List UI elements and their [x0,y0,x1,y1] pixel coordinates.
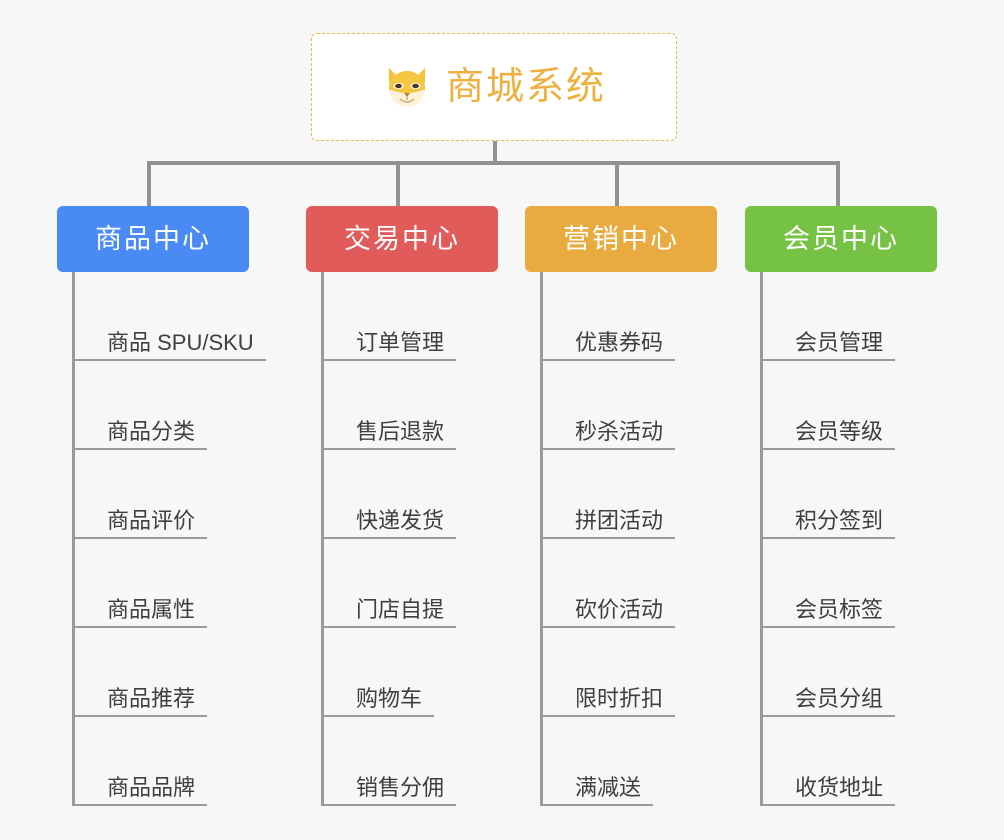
leaf-item[interactable]: 限时折扣 [543,628,717,717]
leaf-underline [543,715,675,717]
connector-drop-1 [396,161,400,206]
leaf-item[interactable]: 砍价活动 [543,539,717,628]
leaf-item[interactable]: 商品品牌 [75,717,249,806]
category-label-2: 营销中心 [563,223,679,254]
connector-drop-0 [147,161,151,206]
leaf-list-3: 会员管理 会员等级 积分签到 会员标签 会员分组 收货地址 [760,272,937,806]
root-node-mall-system[interactable]: 商城系统 [311,33,677,141]
leaf-underline [75,359,266,361]
leaf-label: 商品评价 [107,507,196,533]
leaf-label: 销售分佣 [356,774,445,800]
leaf-underline [324,359,456,361]
category-column-2: 营销中心 优惠券码 秒杀活动 拼团活动 砍价活动 限时折扣 [525,206,717,806]
leaf-underline [763,626,895,628]
leaf-label: 商品 SPU/SKU [107,329,254,355]
leaf-list-1: 订单管理 售后退款 快递发货 门店自提 购物车 销售分佣 [321,272,498,806]
leaf-label: 会员管理 [795,329,884,355]
category-column-1: 交易中心 订单管理 售后退款 快递发货 门店自提 购物车 [306,206,498,806]
category-column-3: 会员中心 会员管理 会员等级 积分签到 会员标签 会员分组 [745,206,937,806]
leaf-label: 拼团活动 [575,507,664,533]
leaf-label: 订单管理 [356,329,445,355]
leaf-label: 商品属性 [107,596,196,622]
leaf-underline [75,448,207,450]
category-label-1: 交易中心 [344,223,460,254]
leaf-label: 商品推荐 [107,685,196,711]
leaf-label: 门店自提 [356,596,445,622]
leaf-item[interactable]: 优惠券码 [543,272,717,361]
leaf-item[interactable]: 满减送 [543,717,717,806]
leaf-label: 会员标签 [795,596,884,622]
leaf-item[interactable]: 购物车 [324,628,498,717]
leaf-underline [543,359,675,361]
connector-root-stem [493,141,497,164]
leaf-underline [763,804,895,806]
leaf-item[interactable]: 秒杀活动 [543,361,717,450]
leaf-label: 秒杀活动 [575,418,664,444]
leaf-item[interactable]: 商品 SPU/SKU [75,272,266,361]
leaf-underline [543,448,675,450]
category-label-3: 会员中心 [783,223,899,254]
leaf-item[interactable]: 会员等级 [763,361,937,450]
leaf-underline [324,626,456,628]
leaf-label: 优惠券码 [575,329,664,355]
root-node-label: 商城系统 [445,66,606,108]
connector-horizontal-bus [147,161,840,165]
leaf-item[interactable]: 售后退款 [324,361,498,450]
leaf-underline [543,537,675,539]
leaf-label: 满减送 [575,774,642,800]
leaf-underline [763,715,895,717]
category-column-0: 商品中心 商品 SPU/SKU 商品分类 商品评价 商品属性 商品推荐 [57,206,266,806]
leaf-item[interactable]: 积分签到 [763,450,937,539]
leaf-item[interactable]: 会员标签 [763,539,937,628]
leaf-item[interactable]: 销售分佣 [324,717,498,806]
leaf-underline [763,359,895,361]
leaf-underline [75,537,207,539]
leaf-item[interactable]: 拼团活动 [543,450,717,539]
category-label-0: 商品中心 [95,223,211,254]
leaf-underline [324,804,456,806]
connector-drop-3 [836,161,840,206]
leaf-underline [763,448,895,450]
leaf-underline [324,537,456,539]
leaf-underline [324,715,434,717]
leaf-label: 快递发货 [356,507,445,533]
leaf-label: 会员分组 [795,685,884,711]
category-box-0[interactable]: 商品中心 [57,206,249,272]
leaf-list-0: 商品 SPU/SKU 商品分类 商品评价 商品属性 商品推荐 商品品牌 [72,272,266,806]
shiba-inu-icon [388,68,425,107]
category-box-2[interactable]: 营销中心 [525,206,717,272]
leaf-label: 收货地址 [795,774,884,800]
leaf-item[interactable]: 会员分组 [763,628,937,717]
leaf-label: 积分签到 [795,507,884,533]
leaf-underline [543,804,653,806]
leaf-label: 商品品牌 [107,774,196,800]
leaf-label: 商品分类 [107,418,196,444]
leaf-list-2: 优惠券码 秒杀活动 拼团活动 砍价活动 限时折扣 满减送 [540,272,717,806]
leaf-item[interactable]: 商品评价 [75,450,249,539]
connector-drop-2 [615,161,619,206]
category-box-3[interactable]: 会员中心 [745,206,937,272]
leaf-item[interactable]: 商品分类 [75,361,249,450]
leaf-item[interactable]: 商品属性 [75,539,249,628]
leaf-underline [75,804,207,806]
leaf-label: 砍价活动 [575,596,664,622]
leaf-item[interactable]: 会员管理 [763,272,937,361]
leaf-underline [324,448,456,450]
leaf-label: 会员等级 [795,418,884,444]
category-box-1[interactable]: 交易中心 [306,206,498,272]
leaf-underline [75,626,207,628]
leaf-underline [763,537,895,539]
leaf-item[interactable]: 订单管理 [324,272,498,361]
leaf-label: 售后退款 [356,418,445,444]
leaf-underline [75,715,207,717]
leaf-underline [543,626,675,628]
leaf-label: 购物车 [356,685,423,711]
leaf-item[interactable]: 快递发货 [324,450,498,539]
leaf-item[interactable]: 收货地址 [763,717,937,806]
leaf-item[interactable]: 门店自提 [324,539,498,628]
leaf-label: 限时折扣 [575,685,664,711]
leaf-item[interactable]: 商品推荐 [75,628,249,717]
